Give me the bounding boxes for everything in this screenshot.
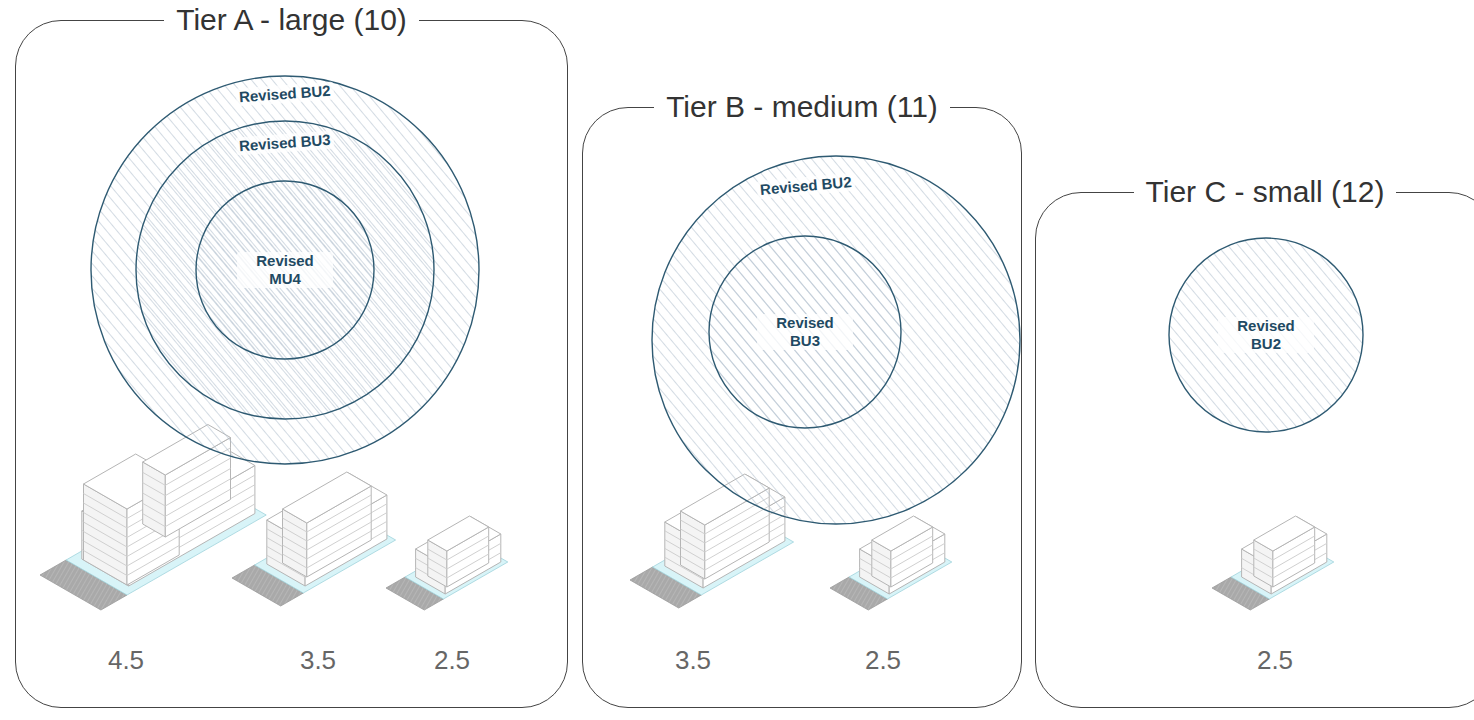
zone-circle: Revised MU4 <box>195 180 375 360</box>
zone-circle: Revised BU2Revised BU3Revised MU4 <box>90 75 480 465</box>
zone-circle: Revised BU3Revised MU4 <box>135 120 435 420</box>
zone-label-wrap: Revised BU2 <box>1168 317 1364 353</box>
zone-label: Revised BU2 <box>1218 317 1314 353</box>
zone-label: Revised BU3 <box>757 314 853 350</box>
floor-area-ratio: 2.5 <box>1235 645 1315 675</box>
tier-heading: Tier A - large (10) <box>164 3 419 36</box>
floor-area-ratio: 2.5 <box>843 645 923 675</box>
floor-area-ratio: 2.5 <box>412 645 492 675</box>
zone-label: Revised BU2 <box>236 82 335 107</box>
tier-heading-wrap: Tier B - medium (11) <box>583 89 1021 127</box>
zone-circle: Revised BU3 <box>708 235 902 429</box>
floor-area-ratio: 4.5 <box>86 645 166 675</box>
zone-label-wrap: Revised BU2 <box>90 85 480 103</box>
tier-heading: Tier C - small (12) <box>1134 175 1397 208</box>
zone-circle: Revised BU2Revised BU3 <box>651 155 1021 525</box>
tier-heading-wrap: Tier C - small (12) <box>1036 174 1474 212</box>
zone-circle: Revised BU2 <box>1168 237 1364 433</box>
zone-label-wrap: Revised BU3 <box>135 134 435 152</box>
zone-label-wrap: Revised BU3 <box>708 314 902 350</box>
tier-heading-wrap: Tier A - large (10) <box>16 2 567 40</box>
zone-label-wrap: Revised MU4 <box>195 252 375 288</box>
tier-heading: Tier B - medium (11) <box>654 90 950 123</box>
tier-panel: Tier C - small (12)Revised BU2 <box>1035 192 1474 708</box>
zone-label: Revised MU4 <box>237 252 333 288</box>
floor-area-ratio: 3.5 <box>653 645 733 675</box>
tier-panel: Tier A - large (10)Revised BU2Revised BU… <box>15 20 568 708</box>
tier-panel: Tier B - medium (11)Revised BU2Revised B… <box>582 107 1022 708</box>
zone-label: Revised BU3 <box>236 131 335 156</box>
zone-label-wrap: Revised BU2 <box>621 177 991 195</box>
floor-area-ratio: 3.5 <box>278 645 358 675</box>
